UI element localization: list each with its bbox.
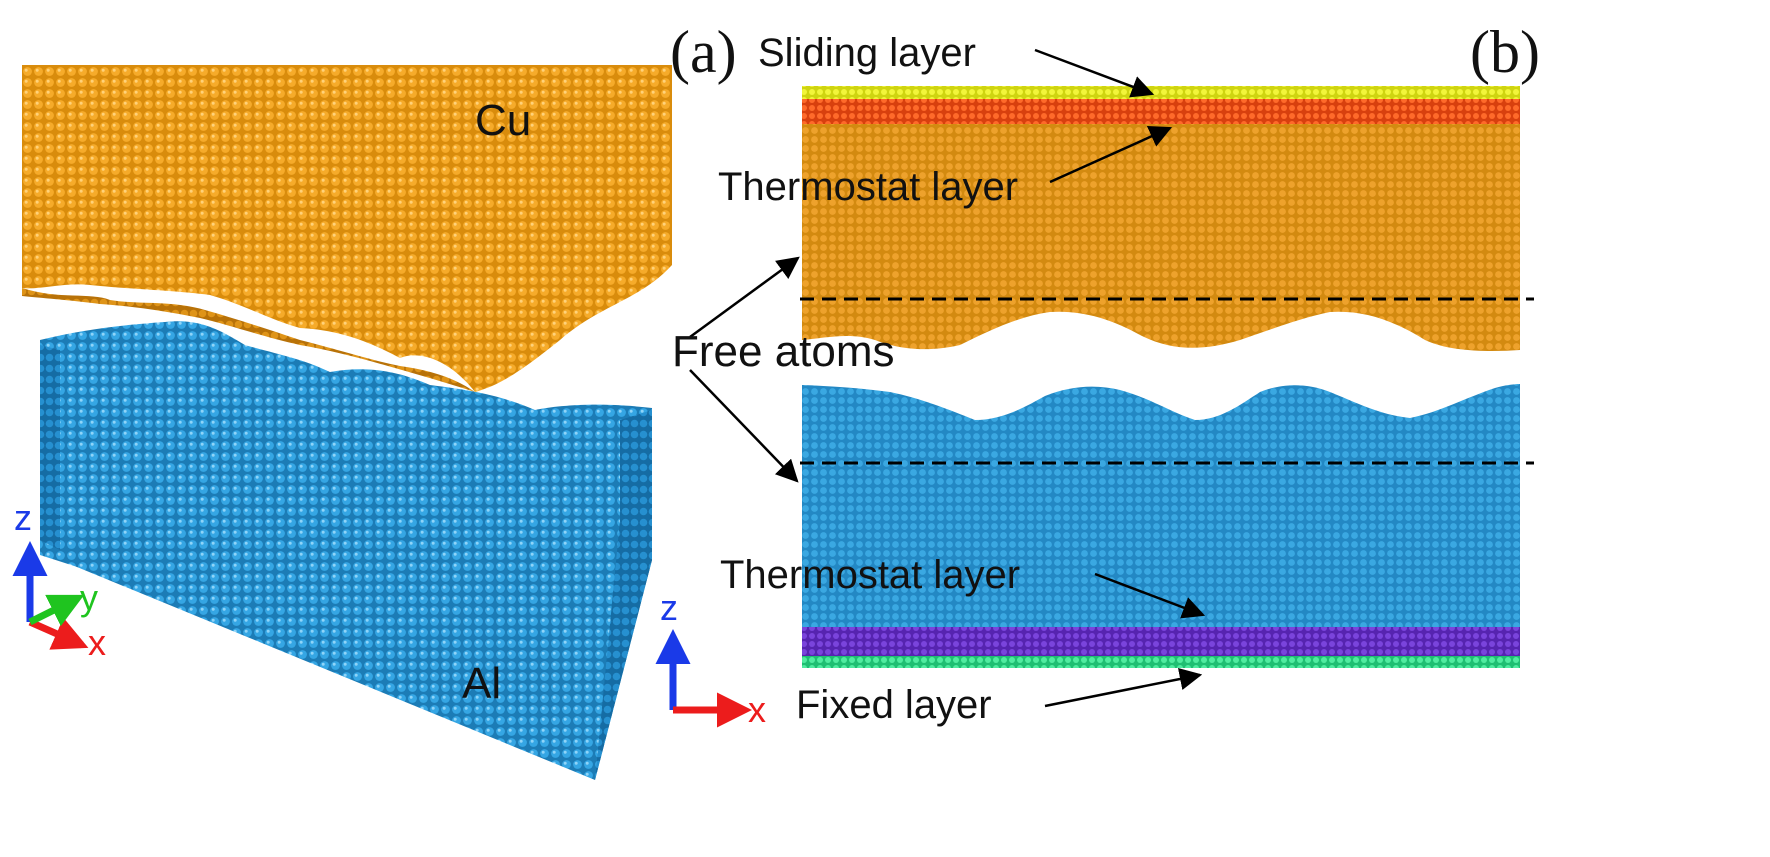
panel-b: Sliding layer Thermostat layer Free atom…: [655, 19, 1540, 730]
y-axis-arrow: [28, 594, 85, 627]
cu-block: [22, 65, 672, 392]
al-block: [40, 321, 652, 780]
panel-a: Cu Al z y x (a): [12, 19, 737, 780]
thermostat-layer-top: [802, 98, 1520, 124]
panel-b-label: (b): [1470, 19, 1540, 85]
axes-3d: z y x: [12, 497, 106, 663]
x-axis-arrow: [28, 617, 89, 650]
fixed-layer-arrow: [1044, 667, 1203, 708]
sliding-layer-arrow: [1034, 48, 1155, 98]
al-block-left-edge: [40, 345, 60, 550]
thermostat-top-arrow: [1049, 126, 1173, 184]
thermostat-bottom-label: Thermostat layer: [720, 553, 1020, 597]
cu-cross-section: [802, 120, 1520, 351]
cu-label: Cu: [475, 96, 531, 145]
panel-a-label: (a): [670, 19, 737, 85]
thermostat-bottom-arrow: [1094, 572, 1206, 619]
thermostat-top-label: Thermostat layer: [718, 165, 1018, 209]
axis-x-label-2d: x: [748, 689, 766, 730]
axis-y-label: y: [80, 577, 98, 618]
sliding-layer: [802, 86, 1520, 99]
fixed-layer-label: Fixed layer: [796, 683, 992, 727]
axis-z-label: z: [14, 497, 32, 538]
free-atoms-arrow-down: [689, 369, 799, 483]
free-atoms-arrow-up: [689, 256, 800, 339]
thermostat-layer-bottom: [802, 627, 1520, 657]
cu-block-face: [22, 65, 672, 392]
cu-block-underside: [22, 288, 475, 392]
al-block-right-face: [595, 410, 652, 780]
al-label: Al: [462, 659, 501, 708]
sliding-layer-label: Sliding layer: [758, 31, 976, 75]
axis-z-label-2d: z: [660, 587, 678, 628]
axis-x-label: x: [88, 622, 106, 663]
fixed-layer: [802, 656, 1520, 668]
axes-2d: z x: [655, 587, 766, 730]
al-cross-section: [802, 384, 1520, 628]
al-block-front-face: [60, 420, 652, 780]
free-atoms-label: Free atoms: [672, 327, 895, 376]
